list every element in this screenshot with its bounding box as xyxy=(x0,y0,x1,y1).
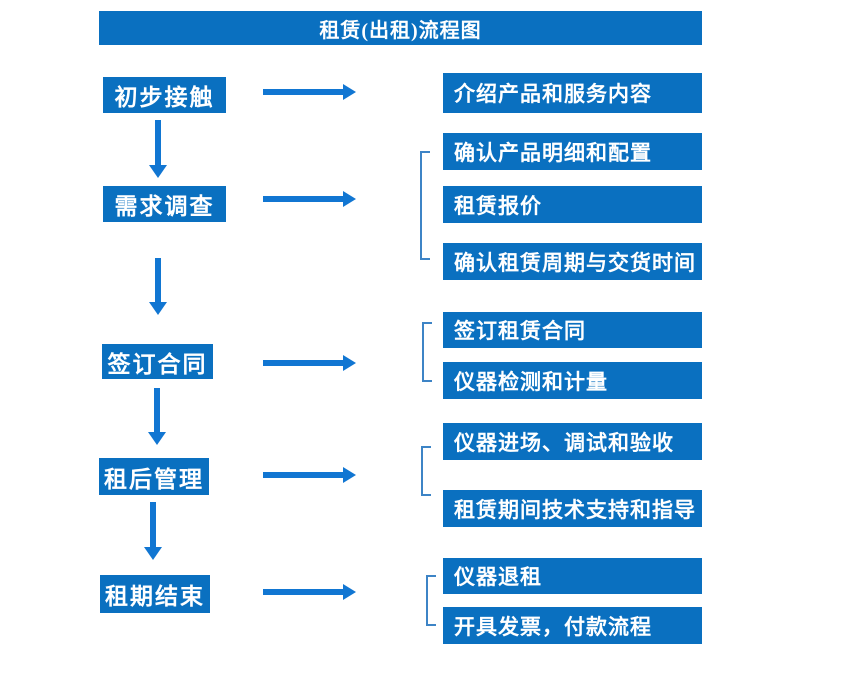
detail-box-sign-rental-contract: 签订租赁合同 xyxy=(443,312,702,348)
bracket-group-rental-end xyxy=(426,575,436,626)
arrow-shaft xyxy=(263,589,345,595)
arrow-head xyxy=(148,432,166,445)
detail-box-introduce-products: 介绍产品和服务内容 xyxy=(443,73,702,113)
arrow-shaft xyxy=(155,258,161,304)
arrow-shaft xyxy=(154,388,160,434)
arrow-right-icon xyxy=(263,84,356,100)
detail-box-instrument-testing: 仪器检测和计量 xyxy=(443,362,702,399)
detail-box-instrument-commissioning: 仪器进场、调试和验收 xyxy=(443,423,702,460)
arrow-head xyxy=(343,191,356,207)
arrow-right-icon xyxy=(263,191,356,207)
page-title: 租赁(出租)流程图 xyxy=(319,19,482,42)
arrow-down-icon xyxy=(148,388,166,445)
bracket-group-demand-survey xyxy=(420,151,430,260)
detail-box-rental-quotation: 租赁报价 xyxy=(443,186,702,223)
step-box-sign-contract: 签订合同 xyxy=(102,344,213,379)
step-box-rental-end: 租期结束 xyxy=(100,575,210,613)
step-box-initial-contact: 初步接触 xyxy=(103,77,226,113)
bracket-group-sign-contract xyxy=(422,322,432,382)
arrow-shaft xyxy=(155,120,161,167)
arrow-head xyxy=(144,547,162,560)
step-box-demand-survey: 需求调查 xyxy=(103,186,226,222)
arrow-shaft xyxy=(263,196,345,202)
title-bar: 租赁(出租)流程图 xyxy=(99,11,702,45)
detail-box-invoice-payment: 开具发票，付款流程 xyxy=(443,607,702,644)
arrow-down-icon xyxy=(149,258,167,315)
detail-box-confirm-rental-period: 确认租赁周期与交货时间 xyxy=(443,243,702,280)
step-box-post-rental-management: 租后管理 xyxy=(99,458,209,495)
arrow-head xyxy=(343,467,356,483)
arrow-head xyxy=(149,165,167,178)
arrow-head xyxy=(343,84,356,100)
arrow-right-icon xyxy=(263,584,356,600)
detail-box-instrument-return: 仪器退租 xyxy=(443,558,702,594)
arrow-shaft xyxy=(263,472,345,478)
arrow-shaft xyxy=(263,360,345,366)
arrow-shaft xyxy=(150,502,156,549)
arrow-right-icon xyxy=(263,355,356,371)
arrow-down-icon xyxy=(149,120,167,178)
arrow-down-icon xyxy=(144,502,162,560)
arrow-head xyxy=(149,302,167,315)
arrow-head xyxy=(343,355,356,371)
arrow-head xyxy=(343,584,356,600)
detail-box-confirm-product-details: 确认产品明细和配置 xyxy=(443,133,702,170)
detail-box-technical-support: 租赁期间技术支持和指导 xyxy=(443,490,702,527)
arrow-right-icon xyxy=(263,467,356,483)
bracket-group-post-rental xyxy=(421,446,431,496)
arrow-shaft xyxy=(263,89,345,95)
